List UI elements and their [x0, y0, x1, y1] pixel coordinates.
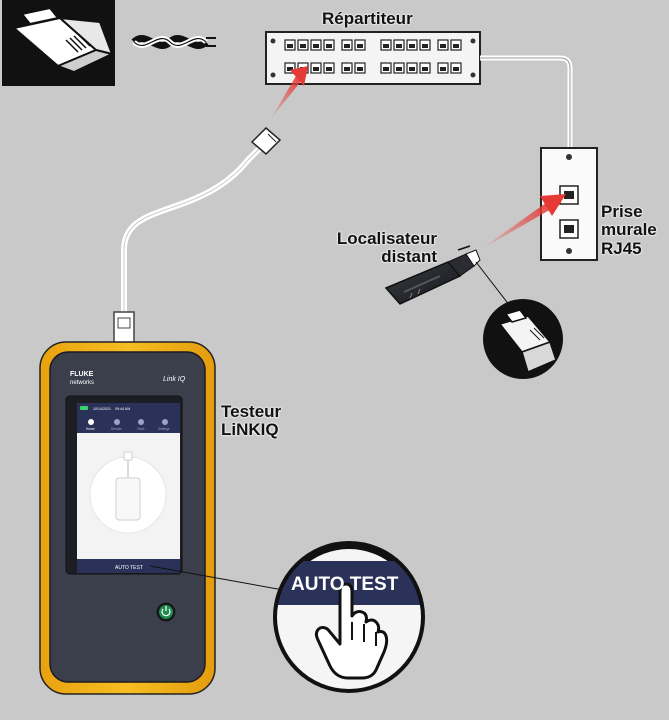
home-icon[interactable] — [88, 419, 94, 425]
results-icon[interactable] — [114, 419, 120, 425]
auto-test-button[interactable]: AUTO TEST — [115, 565, 143, 571]
tester-label-line1: Testeur — [221, 402, 282, 421]
wall-outlet-label-line1: Prise — [601, 202, 643, 221]
rj45-connector-icon — [2, 0, 115, 86]
tester-brand: FLUKE — [70, 371, 94, 378]
remote-locator-label-line2: distant — [381, 247, 437, 267]
patch-cable — [121, 143, 265, 316]
tester-model: Link IQ — [163, 376, 186, 383]
backbone-cable — [480, 55, 573, 150]
tester-brand-sub: networks — [70, 380, 94, 386]
linkiq-tester — [39, 341, 216, 695]
tester-label: Testeur LiNKIQ — [221, 402, 282, 440]
arrow-to-wall-outlet — [480, 200, 553, 250]
tab-settings[interactable]: Settings — [158, 427, 170, 431]
tab-tools[interactable]: Tools — [137, 427, 145, 431]
wall-outlet-label: Prise murale RJ45 — [601, 202, 657, 258]
tester-label-line2: LiNKIQ — [221, 420, 279, 440]
wall-outlet-label-line3: RJ45 — [601, 238, 642, 258]
auto-test-zoom — [273, 541, 425, 693]
twisted-pair-icon — [131, 35, 216, 49]
pointing-hand-icon — [314, 582, 389, 680]
battery-icon — [80, 406, 88, 410]
settings-icon[interactable] — [162, 419, 168, 425]
arrow-to-patch-panel — [270, 76, 302, 120]
locator-plug-zoom — [483, 299, 563, 379]
tab-results[interactable]: Results — [111, 427, 122, 431]
power-button[interactable] — [159, 605, 173, 619]
status-date: 10/14/2021 — [93, 407, 111, 411]
remote-locator-label: Localisateur distant — [327, 229, 437, 267]
patch-cable-plug — [250, 126, 282, 156]
tab-home[interactable]: Home — [86, 427, 95, 431]
wall-outlet-label-line2: murale — [601, 220, 657, 240]
status-time: 09:44 AM — [115, 407, 130, 411]
remote-locator-label-line1: Localisateur — [336, 229, 437, 248]
auto-test-callout-label: AUTO TEST — [291, 574, 399, 595]
patch-panel-label: Répartiteur — [322, 9, 413, 28]
tools-icon[interactable] — [138, 419, 144, 425]
